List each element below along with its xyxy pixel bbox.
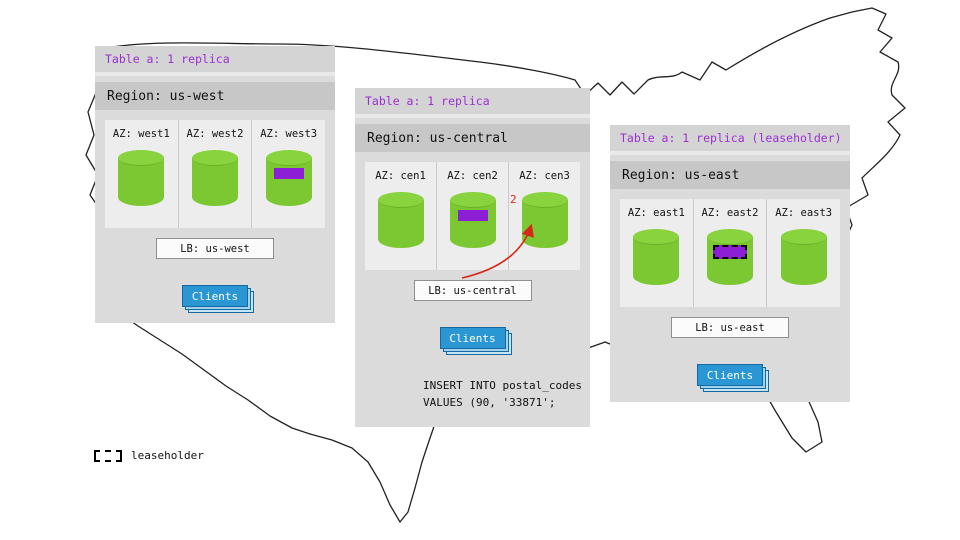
database-cylinder-icon [633,229,680,293]
az-label: AZ: east2 [701,207,759,219]
database-cylinder-icon [521,192,568,256]
legend: leaseholder [94,449,204,462]
database-cylinder-icon [118,150,165,214]
database-cylinder-icon [377,192,424,256]
table-replica-header: Table a: 1 replica [355,88,590,118]
region-panel-us-central: Table a: 1 replica Region: us-central AZ… [355,88,590,428]
region-panel-us-east: Table a: 1 replica (leaseholder) Region:… [610,125,850,402]
clients-label: Clients [706,368,754,382]
load-balancer-box: LB: us-east [671,317,789,338]
table-replica-header: Table a: 1 replica (leaseholder) [610,125,850,155]
az-label: AZ: west1 [112,128,170,140]
az-column: AZ: cen3 [508,162,580,270]
database-cylinder-icon [449,192,496,256]
table-replica-label: Table a: 1 replica (leaseholder) [620,131,842,145]
region-title-label: Region: us-west [107,88,225,104]
clients-label: Clients [449,331,496,345]
sql-line-2: VALUES (90, '33871'; [423,396,556,410]
load-balancer-label: LB: us-east [695,321,765,334]
az-label: AZ: east1 [627,207,685,219]
az-column: AZ: east3 [766,199,840,307]
az-container: AZ: east1 AZ: east2 AZ: east3 [620,199,840,307]
az-column: AZ: west2 [177,120,252,228]
region-title: Region: us-east [610,161,850,189]
az-label: AZ: cen2 [447,170,498,182]
clients-button: Clients [697,364,763,386]
clients-button: Clients [182,285,248,307]
az-container: AZ: west1 AZ: west2 AZ: west3 [105,120,325,228]
region-title-label: Region: us-east [622,167,740,183]
region-panel-us-west: Table a: 1 replica Region: us-west AZ: w… [95,46,335,323]
load-balancer-box: LB: us-central [413,280,532,301]
database-cylinder-icon [192,150,238,214]
database-cylinder-icon [780,229,827,293]
range-badge [273,168,304,179]
az-label: AZ: west2 [186,128,244,140]
az-column: AZ: cen2 [436,162,508,270]
range-badge [457,210,488,221]
sql-statement: INSERT INTO postal_codes VALUES (90, '33… [423,377,582,411]
table-replica-header: Table a: 1 replica [95,46,335,76]
region-title-label: Region: us-central [367,130,508,146]
load-balancer-label: LB: us-central [428,284,517,297]
az-column: AZ: east1 [620,199,693,307]
load-balancer-box: LB: us-west [156,238,274,259]
arrow-step-label: 2 [510,193,517,206]
sql-line-1: INSERT INTO postal_codes [423,379,582,392]
database-cylinder-icon [265,150,312,214]
az-label: AZ: cen1 [375,170,426,182]
legend-label: leaseholder [131,449,204,462]
region-title: Region: us-central [355,124,590,152]
az-container: AZ: cen1 AZ: cen2 AZ: cen3 [365,162,580,270]
az-label: AZ: east3 [775,207,833,219]
clients-label: Clients [191,289,239,303]
database-cylinder-icon [707,229,753,293]
az-column: AZ: cen1 [365,162,436,270]
az-label: AZ: west3 [260,128,318,140]
leaseholder-swatch-icon [94,449,122,462]
table-replica-label: Table a: 1 replica [365,94,490,108]
az-label: AZ: cen3 [519,170,570,182]
az-column: AZ: west1 [105,120,178,228]
az-column: AZ: east2 [692,199,767,307]
leaseholder-range-badge [713,245,747,259]
clients-button: Clients [439,327,506,349]
az-column: AZ: west3 [251,120,325,228]
table-replica-label: Table a: 1 replica [105,52,230,66]
load-balancer-label: LB: us-west [180,242,250,255]
region-title: Region: us-west [95,82,335,110]
